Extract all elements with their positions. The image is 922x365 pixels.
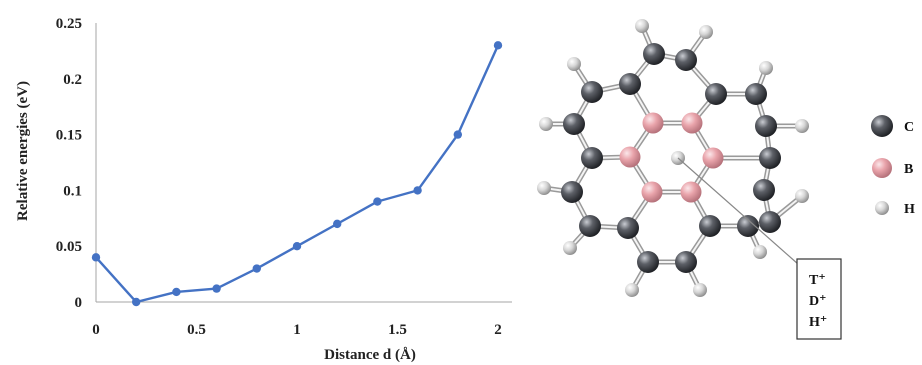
carbon-atom [753, 179, 775, 201]
data-point [493, 41, 503, 50]
hydrogen-atom [567, 57, 581, 71]
data-point [413, 186, 422, 195]
hydrogen-atom [795, 119, 809, 133]
carbon-atom [759, 147, 781, 169]
ion-label-deuterium: D⁺ [809, 294, 827, 309]
y-tick-label: 0.1 [63, 183, 82, 199]
energy-chart: 0 0.05 0.1 0.15 0.2 0.25 0 0.5 1 1.5 2 Distance d … [15, 16, 512, 363]
boron-atom [641, 181, 663, 203]
legend-hydrogen-label: H [904, 202, 915, 217]
legend-hydrogen-icon [875, 201, 889, 215]
carbon-atom [675, 251, 697, 273]
legend-carbon-icon [871, 115, 893, 137]
ion-label-tritium: T⁺ [809, 273, 826, 288]
data-point [292, 242, 302, 251]
boron-atom [642, 112, 664, 134]
series-line [95, 44, 500, 304]
x-tick-label: 1.5 [388, 322, 407, 338]
chart-axes [95, 23, 512, 303]
x-tick-label: 1 [293, 322, 301, 338]
y-tick-label: 0.25 [56, 16, 82, 32]
carbon-atom [643, 43, 665, 65]
atom-legend: C B H [871, 115, 915, 217]
ion-label-box [796, 258, 842, 340]
boron-atom [681, 112, 703, 134]
hydrogen-atom [625, 283, 639, 297]
hydrogen-atom [693, 283, 707, 297]
carbon-atom [745, 83, 767, 105]
legend-boron-label: B [904, 162, 913, 177]
data-point [453, 130, 462, 139]
y-tick-label: 0.05 [56, 239, 82, 255]
hydrogen-atom [795, 189, 809, 203]
y-axis-label: Relative energies (eV) [15, 81, 31, 221]
carbon-atom [637, 251, 659, 273]
ion-pointer: T⁺ D⁺ H⁺ [677, 157, 842, 340]
legend-carbon-label: C [904, 120, 914, 135]
x-tick-label: 0 [92, 322, 100, 338]
carbon-atom [705, 83, 727, 105]
legend-boron-icon [872, 158, 892, 178]
carbon-atom [617, 217, 639, 239]
data-point [212, 284, 221, 293]
carbon-atom [755, 115, 777, 137]
y-tick-label: 0.2 [63, 72, 82, 88]
carbon-atom [581, 81, 603, 103]
carbon-atom [561, 181, 583, 203]
carbon-atom [581, 147, 603, 169]
carbon-atom [579, 215, 601, 237]
data-point [252, 264, 261, 273]
hydrogen-atom [759, 61, 773, 75]
hydrogen-atom [539, 117, 553, 131]
hydrogen-atom [635, 19, 649, 33]
data-point [91, 253, 101, 262]
y-tick-label: 0 [75, 295, 83, 311]
data-point [132, 297, 141, 307]
data-point [373, 197, 382, 206]
chart-series [91, 41, 503, 307]
hydrogen-atom [699, 25, 713, 39]
carbon-atom [759, 211, 781, 233]
molecule-diagram: T⁺ D⁺ H⁺ C B H [537, 19, 915, 340]
x-tick-label: 0.5 [187, 322, 206, 338]
hydrogen-atom [537, 181, 551, 195]
data-point [172, 287, 181, 297]
boron-atom [619, 146, 641, 168]
x-tick-label: 2 [494, 322, 502, 338]
boron-atom [680, 181, 702, 203]
carbon-atom [699, 215, 721, 237]
ion-label-proton: H⁺ [809, 315, 827, 330]
carbon-atom [563, 113, 585, 135]
boron-atom [702, 147, 724, 169]
y-tick-label: 0.15 [56, 128, 82, 144]
data-point [333, 219, 342, 229]
hydrogen-atom [753, 245, 767, 259]
molecule-atoms [537, 19, 809, 297]
chart-ticks: 0 0.05 0.1 0.15 0.2 0.25 0 0.5 1 1.5 2 [56, 16, 502, 338]
carbon-atom [675, 49, 697, 71]
carbon-atom [737, 215, 759, 237]
hydrogen-atom [563, 241, 577, 255]
x-axis-label: Distance d (Å) [324, 347, 416, 363]
carbon-atom [619, 73, 641, 95]
